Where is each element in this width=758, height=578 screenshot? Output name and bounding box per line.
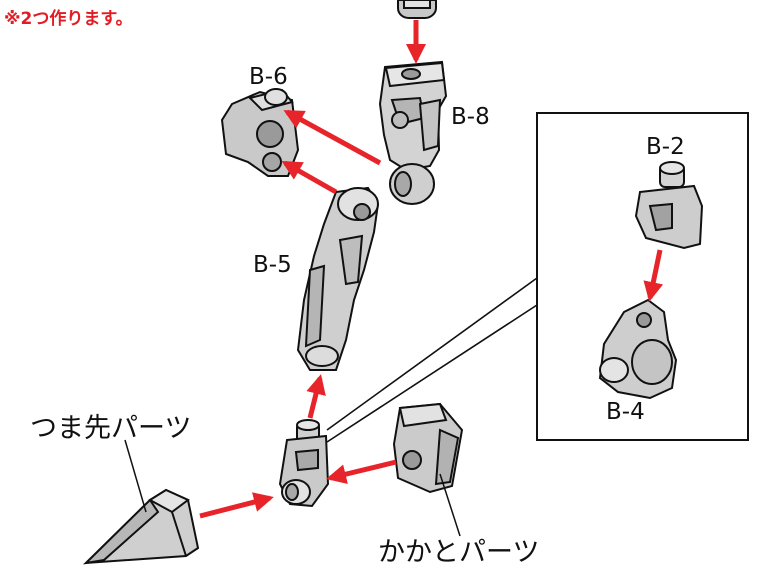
arrow-b8-to-b6-upper	[283, 109, 382, 166]
part-b4	[598, 298, 678, 400]
label-b4: B-4	[606, 399, 645, 425]
part-toe	[83, 488, 200, 565]
make-two-note: ※2つ作ります。	[4, 9, 133, 29]
part-b6	[220, 88, 300, 177]
arrow-toe-to-joint	[199, 492, 274, 519]
label-heel-part: かかとパーツ	[378, 537, 540, 568]
assembly-arrows	[199, 20, 664, 519]
part-b5	[296, 186, 380, 371]
label-b6: B-6	[249, 64, 288, 90]
arrow-heel-to-joint	[326, 459, 397, 484]
arrow-b2-to-b4	[643, 249, 664, 302]
arrow-b5-to-b6-lower	[281, 160, 338, 195]
label-b5: B-5	[253, 252, 292, 278]
label-toe-part: つま先パーツ	[30, 413, 192, 444]
top-connector-part	[397, 0, 437, 19]
label-leader-lines	[124, 439, 461, 537]
detail-inset-box	[536, 112, 749, 441]
part-b2	[634, 161, 704, 250]
arrow-joint-to-b5	[306, 374, 326, 419]
label-b2: B-2	[646, 134, 685, 160]
callout-lines	[326, 277, 538, 443]
part-heel	[392, 402, 464, 494]
label-b8: B-8	[451, 104, 490, 130]
part-b8	[378, 60, 448, 205]
part-foot-joint	[278, 419, 330, 508]
